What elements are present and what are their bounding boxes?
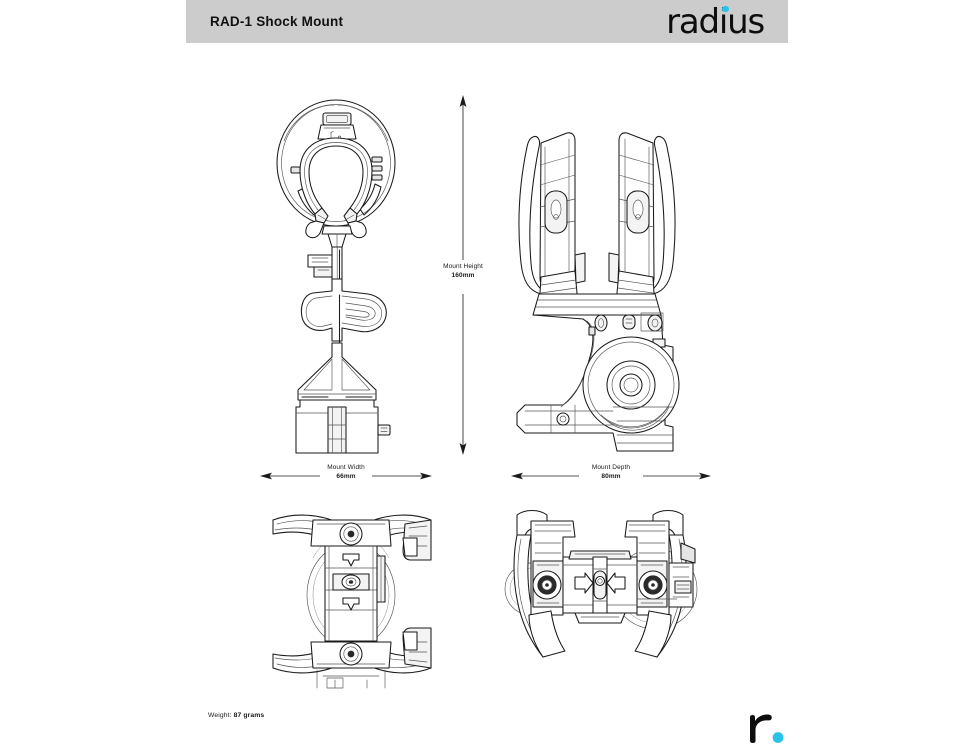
mount-height-dimension-line (456, 95, 470, 455)
weight-label: Weight: (208, 712, 232, 719)
mount-width-name: Mount Width (327, 464, 365, 471)
mount-depth-dimension-line (511, 469, 711, 483)
mount-depth-name: Mount Depth (591, 464, 631, 471)
weight-note: Weight: 87 grams (208, 712, 264, 719)
logo-dot-icon (722, 5, 729, 12)
front-view-drawing (268, 95, 418, 455)
mount-width-label: Mount Width 66mm (286, 463, 406, 481)
mount-height-value: 160mm (451, 272, 475, 279)
weight-value: 87 grams (233, 712, 265, 719)
side-view-drawing (505, 95, 695, 455)
top-view-drawing (255, 498, 445, 689)
mount-height-label: Mount Height 160mm (404, 262, 522, 280)
brand-logo: radius (666, 1, 765, 42)
footer-logo-dot-icon (772, 732, 784, 743)
footer-r-glyph (750, 714, 772, 743)
brand-wordmark: radius (666, 1, 765, 42)
footer-brand-mark (740, 705, 800, 745)
header-bar: RAD-1 Shock Mount radius (186, 0, 788, 43)
mount-depth-label: Mount Depth 80mm (551, 463, 671, 481)
drawing-area: Mount Height 160mm Mount Width 66mm (0, 43, 975, 750)
mount-height-name: Mount Height (443, 263, 483, 270)
mount-width-dimension-line (260, 469, 432, 483)
rear-view-drawing (495, 503, 705, 673)
mount-width-value: 66mm (336, 473, 356, 480)
page-title: RAD-1 Shock Mount (210, 14, 344, 29)
mount-depth-value: 80mm (601, 473, 621, 480)
